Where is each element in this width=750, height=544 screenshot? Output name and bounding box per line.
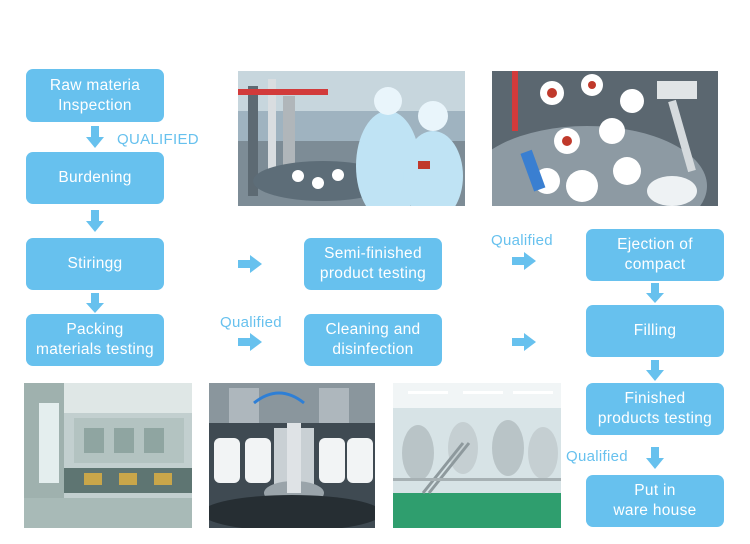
step-ejection-of-compact: Ejection of compact (586, 229, 724, 281)
step-finished-products-testing: Finished products testing (586, 383, 724, 435)
arrow-down-icon (86, 210, 104, 232)
step-filling: Filling (586, 305, 724, 357)
qualified-label-upper: QUALIFIED (117, 131, 199, 148)
photo-lab-workers (238, 71, 465, 206)
step-packing-materials-testing: Packing materials testing (26, 314, 164, 366)
qualified-label-semi: Qualified (491, 232, 553, 249)
photo-compact-machine (492, 71, 718, 206)
qualified-label-cleaning: Qualified (220, 314, 282, 331)
photo-factory-tanks (393, 383, 561, 528)
arrow-down-icon (646, 447, 664, 469)
photo-packaging-line (24, 383, 192, 528)
arrow-right-icon (512, 333, 536, 351)
step-raw-material-inspection: Raw materia Inspection (26, 69, 164, 122)
step-burdening: Burdening (26, 152, 164, 204)
arrow-down-icon (646, 360, 664, 381)
step-stirring: Stiringg (26, 238, 164, 290)
arrow-down-icon (86, 126, 104, 148)
arrow-right-icon (238, 333, 262, 351)
arrow-down-icon (646, 283, 664, 303)
arrow-right-icon (512, 252, 536, 270)
step-cleaning-disinfection: Cleaning and disinfection (304, 314, 442, 366)
step-semi-finished-testing: Semi-finished product testing (304, 238, 442, 290)
qualified-label-finished: Qualified (566, 448, 628, 465)
step-put-in-warehouse: Put in ware house (586, 475, 724, 527)
photo-bottle-filling (209, 383, 375, 528)
arrow-right-icon (238, 255, 262, 273)
arrow-down-icon (86, 293, 104, 313)
